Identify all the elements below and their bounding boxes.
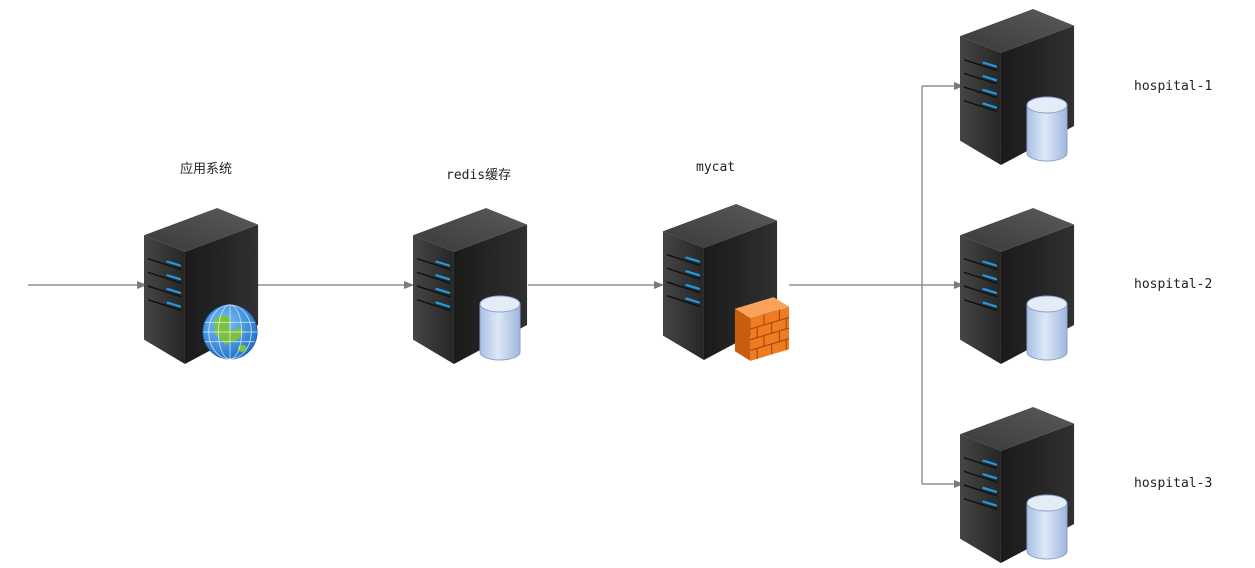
hospital-2-label: hospital-2 bbox=[1134, 277, 1213, 292]
firewall-icon bbox=[734, 296, 790, 362]
redis-server-node bbox=[413, 208, 529, 364]
mycat-label: mycat bbox=[696, 160, 736, 175]
hospital-1-server-node bbox=[960, 9, 1076, 165]
database-icon bbox=[479, 295, 521, 361]
mycat-server-node bbox=[663, 204, 790, 362]
database-icon bbox=[1026, 494, 1068, 560]
globe-icon bbox=[202, 304, 258, 360]
redis-cache-label: redis缓存 bbox=[446, 168, 512, 183]
app-system-label: 应用系统 bbox=[180, 162, 233, 177]
database-icon bbox=[1026, 96, 1068, 162]
hospital-1-label: hospital-1 bbox=[1134, 79, 1213, 94]
hospital-3-server-node bbox=[960, 407, 1076, 563]
hospital-2-server-node bbox=[960, 208, 1076, 364]
hospital-3-label: hospital-3 bbox=[1134, 476, 1213, 491]
database-icon bbox=[1026, 295, 1068, 361]
connectors bbox=[28, 82, 964, 488]
app-server-node bbox=[144, 208, 260, 364]
